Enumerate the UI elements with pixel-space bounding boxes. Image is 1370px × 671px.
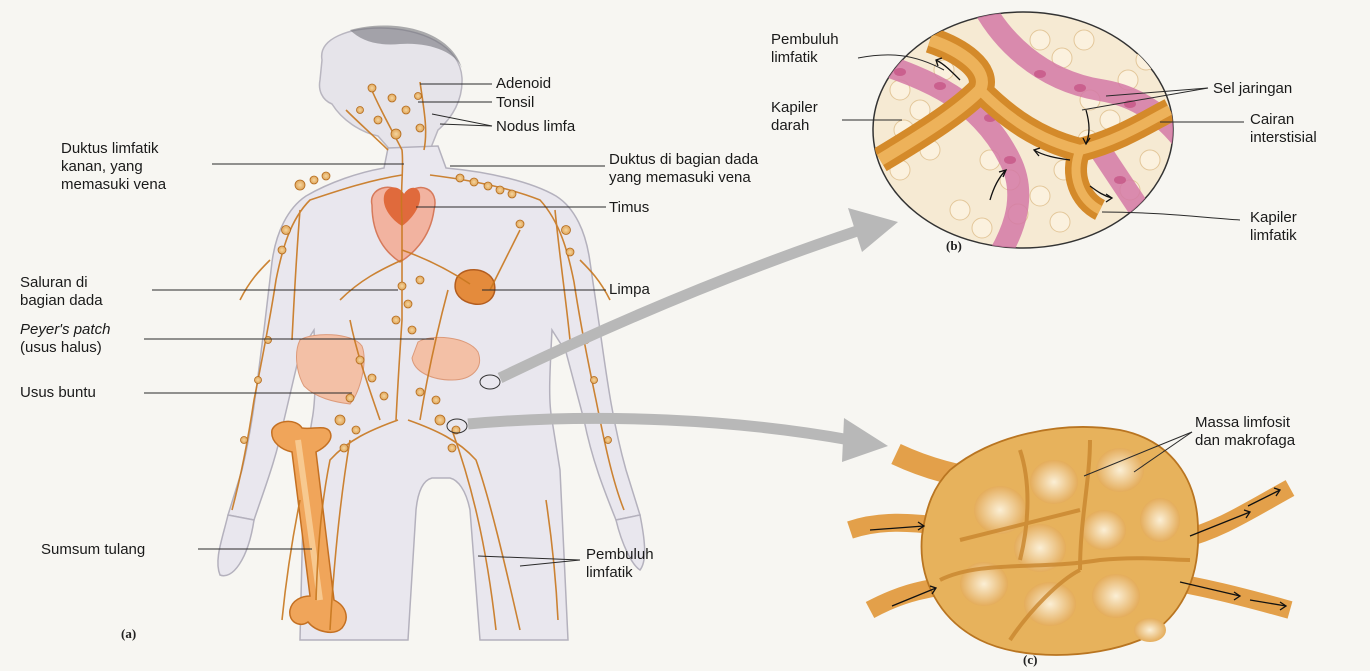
label-pembuluh-limfatik-b: Pembuluh limfatik bbox=[771, 31, 839, 67]
label-cairan-interstisial: Cairan interstisial bbox=[1250, 111, 1317, 147]
panel-label-c: (c) bbox=[1023, 652, 1037, 668]
label-duktus-bagian-dada: Duktus di bagian dada yang memasuki vena bbox=[609, 151, 758, 187]
label-kapiler-limfatik: Kapiler limfatik bbox=[1250, 209, 1297, 245]
label-sel-jaringan: Sel jaringan bbox=[1213, 80, 1292, 98]
panel-label-a: (a) bbox=[121, 626, 136, 642]
label-massa-limfosit: Massa limfosit dan makrofaga bbox=[1195, 414, 1295, 450]
label-saluran-bagian-dada: Saluran di bagian dada bbox=[20, 274, 103, 310]
label-kapiler-darah: Kapiler darah bbox=[771, 99, 818, 135]
label-nodus-limfa: Nodus limfa bbox=[496, 118, 575, 136]
label-peyers-patch: Peyer's patch bbox=[20, 321, 110, 339]
label-timus: Timus bbox=[609, 199, 649, 217]
label-duktus-limfatik-kanan: Duktus limfatik kanan, yang memasuki ven… bbox=[61, 140, 166, 194]
label-pembuluh-limfatik-a: Pembuluh limfatik bbox=[586, 546, 654, 582]
label-tonsil: Tonsil bbox=[496, 94, 534, 112]
panel-label-b: (b) bbox=[946, 238, 962, 254]
label-limpa: Limpa bbox=[609, 281, 650, 299]
label-usus-buntu: Usus buntu bbox=[20, 384, 96, 402]
label-usus-halus: (usus halus) bbox=[20, 339, 102, 357]
label-sumsum-tulang: Sumsum tulang bbox=[41, 541, 145, 559]
label-adenoid: Adenoid bbox=[496, 75, 551, 93]
